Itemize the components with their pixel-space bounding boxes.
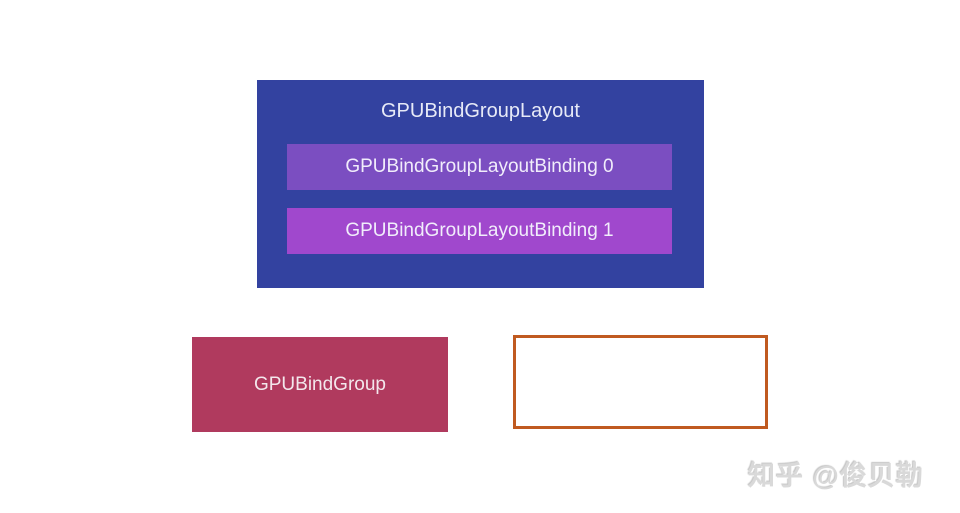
gpu-bind-group-label: GPUBindGroup [253,373,386,395]
gpu-bind-group-box: GPUBindGroup [192,337,448,432]
gpu-bind-group-layout-binding-0-box: GPUBindGroupLayoutBinding 0 [287,144,672,190]
empty-bind-group-slot-box [513,335,768,429]
gpu-bind-group-layout-box: GPUBindGroupLayout GPUBindGroupLayoutBin… [257,80,704,288]
zhihu-watermark: 知乎 @俊贝勒 [748,461,924,491]
gpu-bind-group-layout-binding-1-label: GPUBindGroupLayoutBinding 1 [345,220,614,241]
gpu-bind-group-layout-title: GPUBindGroupLayout [380,100,580,122]
gpu-bind-group-layout-binding-0-label: GPUBindGroupLayoutBinding 0 [345,156,614,177]
gpu-bind-group-layout-binding-1-box: GPUBindGroupLayoutBinding 1 [287,208,672,254]
